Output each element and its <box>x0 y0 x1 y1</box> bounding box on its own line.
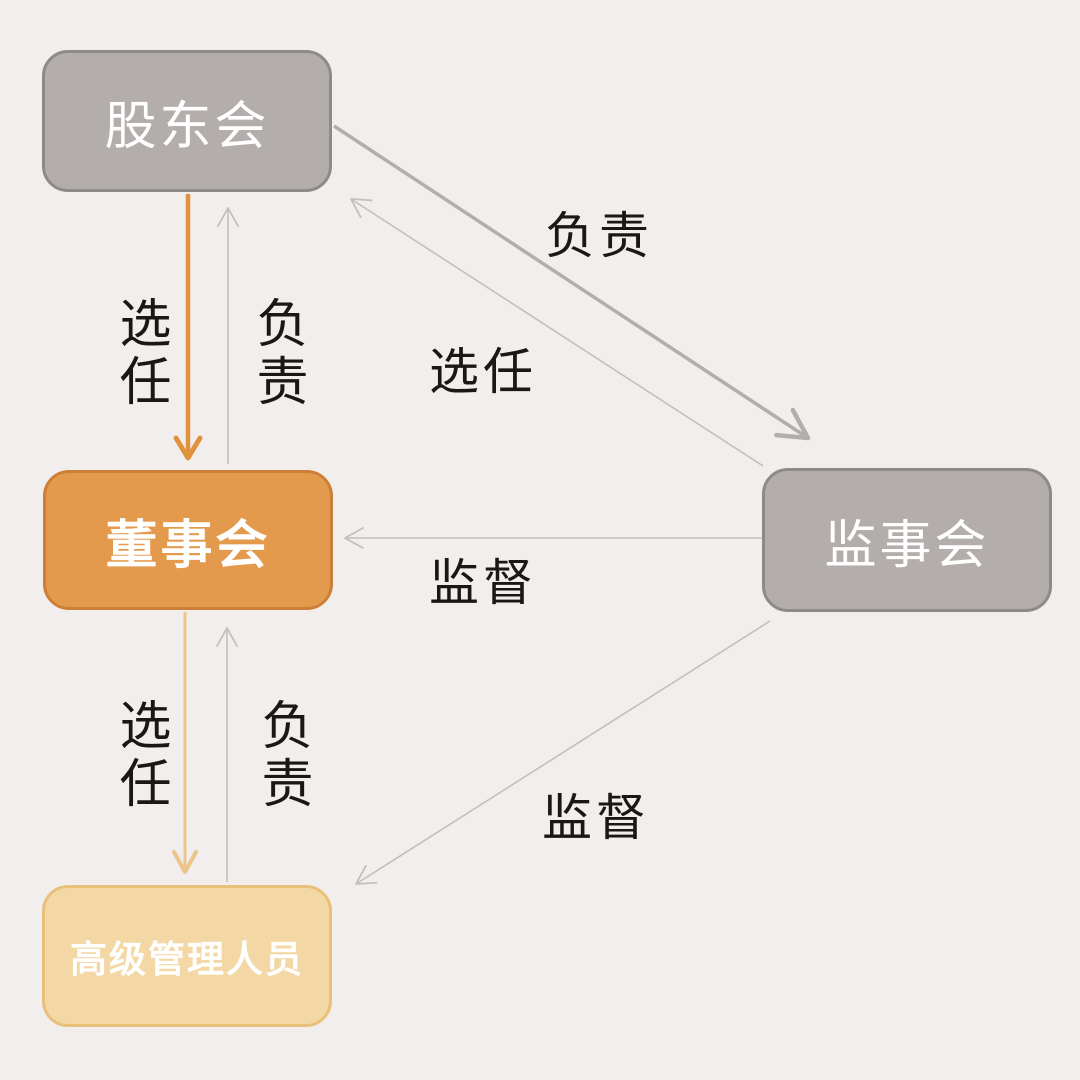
node-senior-management: 高级管理人员 <box>42 885 332 1027</box>
edge-label-responsible-top: 负责 <box>248 296 306 412</box>
node-shareholders-meeting-label: 股东会 <box>104 97 270 156</box>
node-board-of-directors: 董事会 <box>43 470 333 610</box>
node-senior-management-label: 高级管理人员 <box>70 940 304 981</box>
edge-supervisors-report-to-shareholders-arrow <box>350 198 764 467</box>
node-board-of-directors-label: 董事会 <box>105 516 271 575</box>
edge-label-appoint-diagonal: 选任 <box>429 344 537 400</box>
edge-label-appoint-bottom: 选任 <box>111 698 169 814</box>
node-board-of-supervisors-label: 监事会 <box>824 516 990 575</box>
edge-label-responsible-bottom: 负责 <box>253 698 311 814</box>
edge-label-supervise-middle: 监督 <box>429 555 537 611</box>
edge-label-supervise-bottom: 监督 <box>542 790 650 846</box>
edge-supervisors-supervise-senior-management-arrow <box>355 620 771 885</box>
node-board-of-supervisors: 监事会 <box>762 468 1052 612</box>
edge-label-responsible-diagonal: 负责 <box>545 208 653 264</box>
node-shareholders-meeting: 股东会 <box>42 50 332 192</box>
edge-shareholders-appoints-supervisors-arrow <box>333 124 811 441</box>
edge-label-appoint-top: 选任 <box>111 296 169 412</box>
